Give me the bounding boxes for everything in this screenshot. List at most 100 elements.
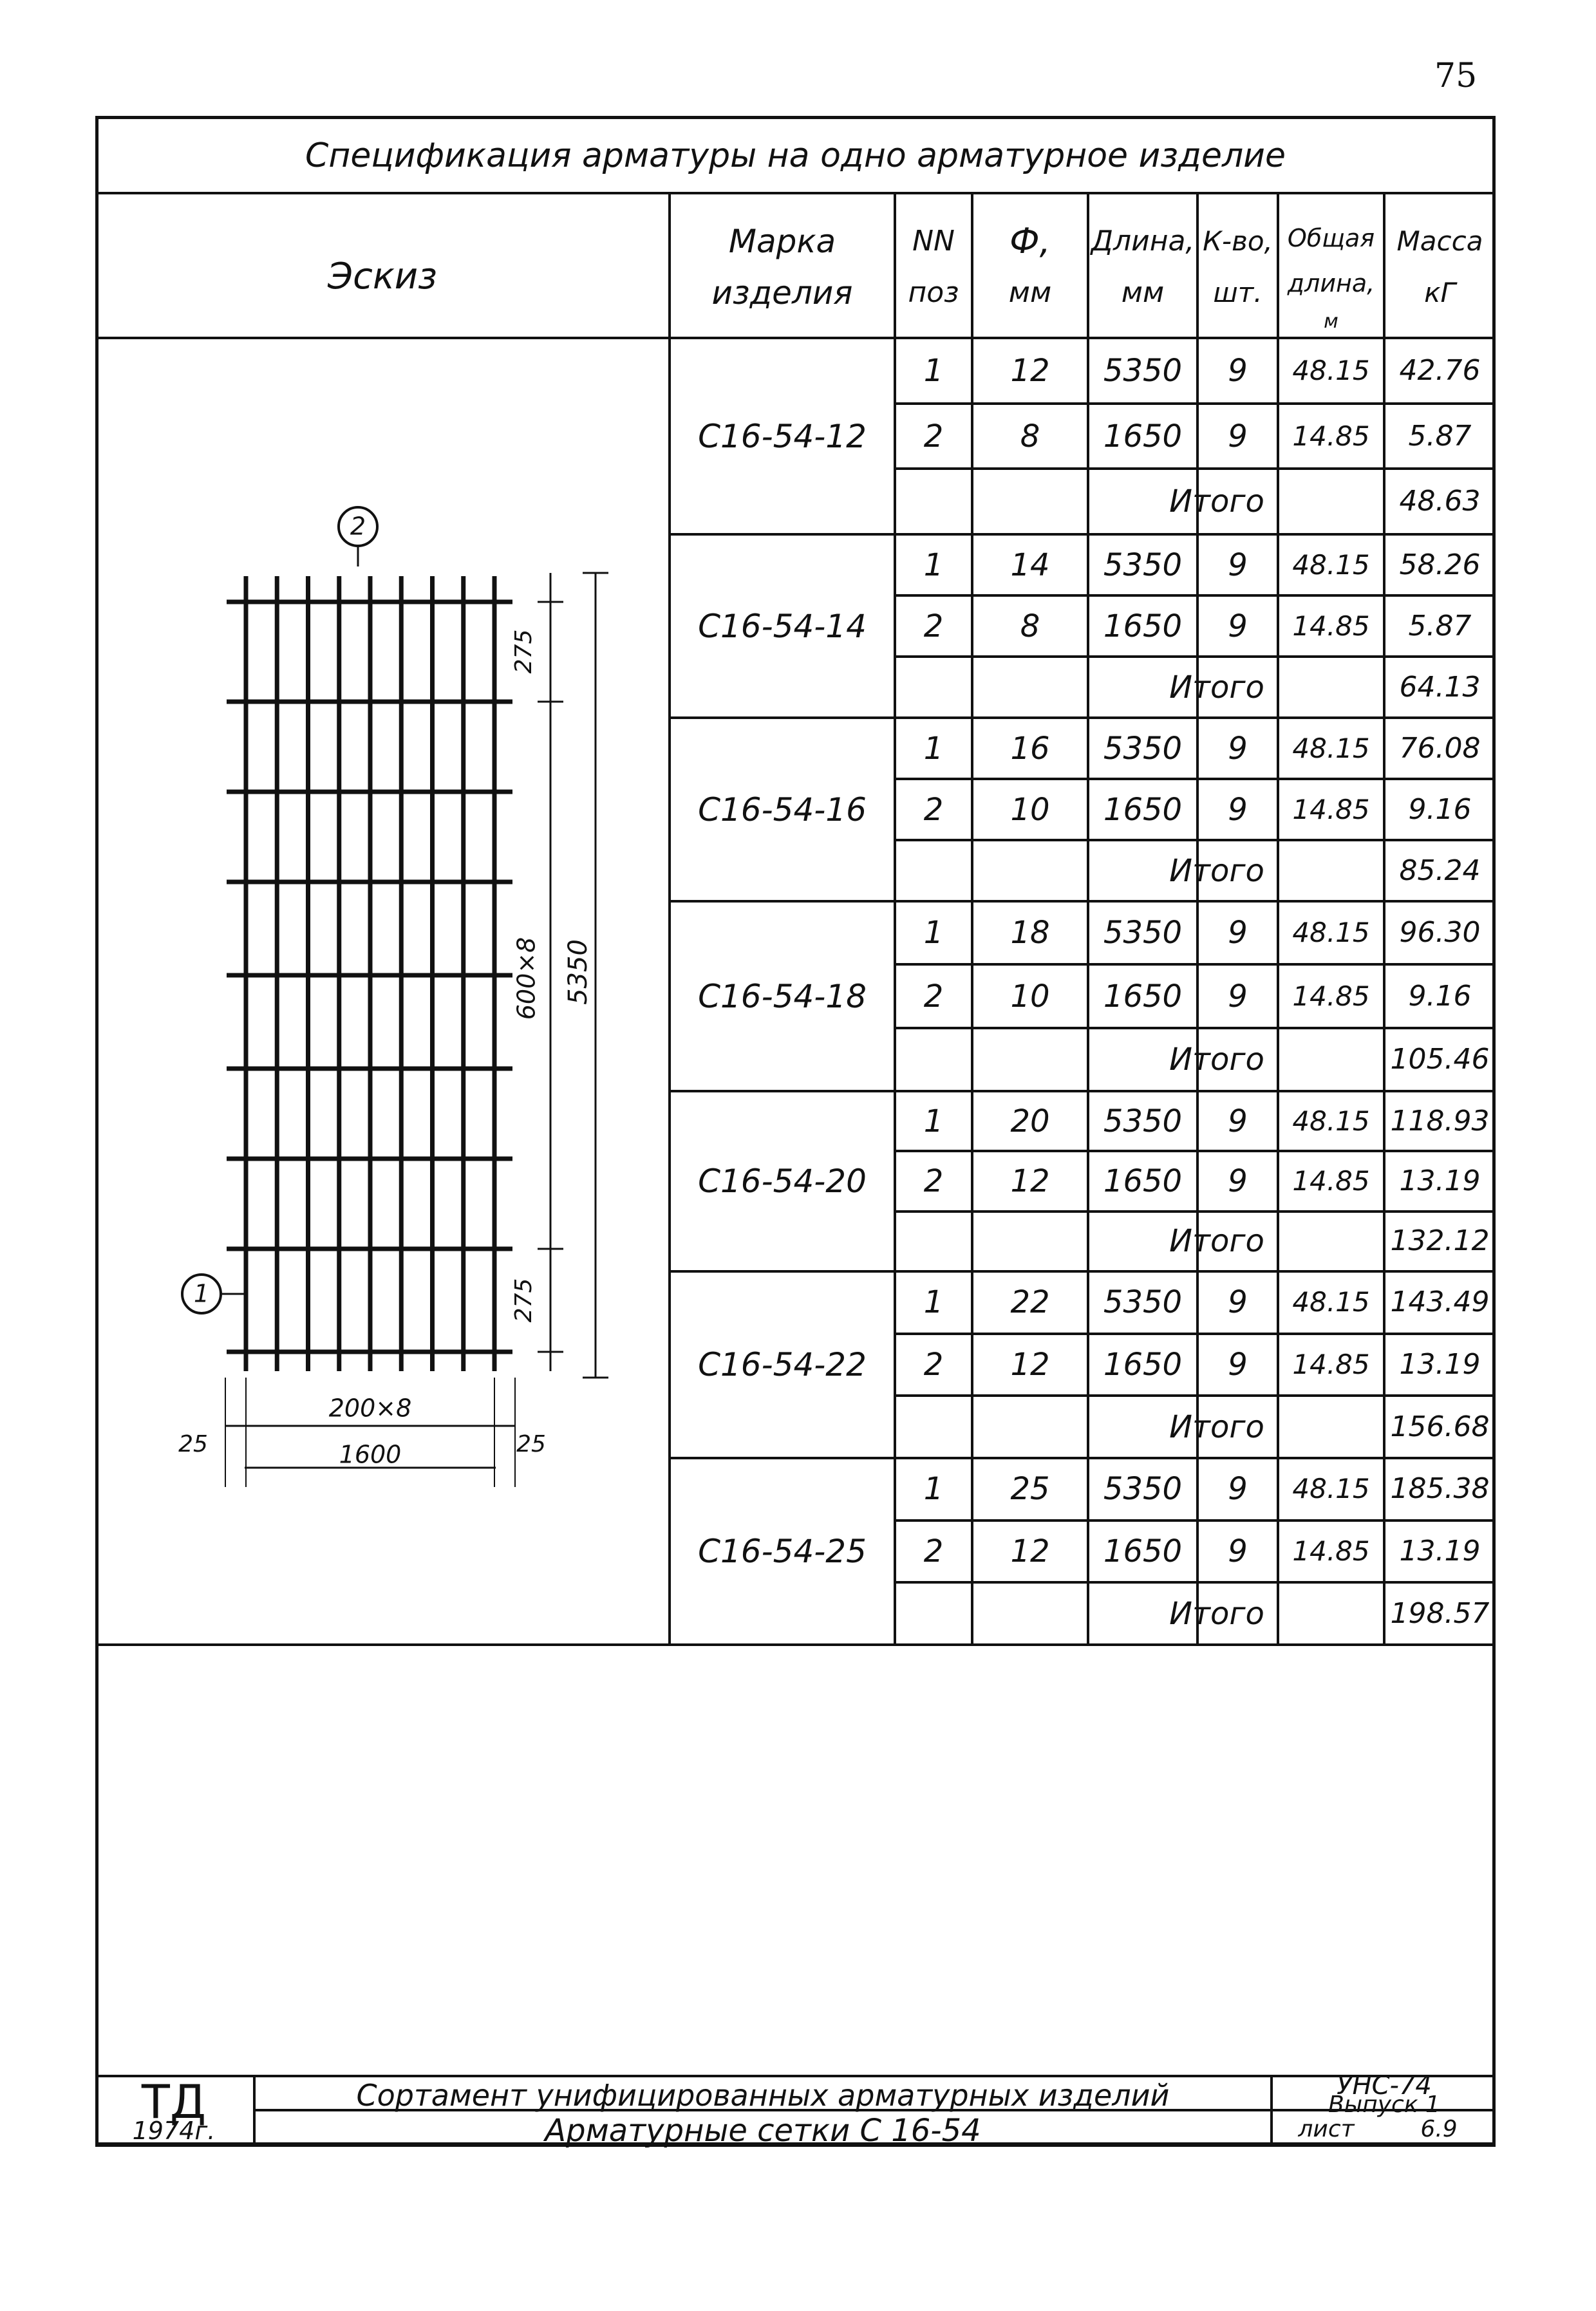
cell-length: 5350 — [1103, 352, 1183, 389]
group-mark: С16-54-12 — [698, 417, 867, 455]
total-label: Итого — [1169, 1041, 1264, 1078]
total-mass: 198.57 — [1390, 1596, 1490, 1630]
group-mark: С16-54-14 — [698, 607, 867, 645]
cell-quantity: 9 — [1228, 1103, 1248, 1139]
row-rule — [895, 594, 1496, 597]
group-rule — [670, 900, 1496, 903]
cell-diameter: 14 — [1010, 547, 1050, 583]
stamp-sheet-number: 6.9 — [1420, 2116, 1458, 2142]
header-sketch: Эскиз — [328, 256, 437, 297]
cell-length: 5350 — [1103, 547, 1183, 583]
group-rule — [670, 533, 1496, 536]
cell-diameter: 16 — [1010, 730, 1050, 767]
header-mass-2: кГ — [1424, 277, 1456, 308]
cell-length: 1650 — [1103, 1163, 1183, 1199]
cell-total-length: 48.15 — [1292, 732, 1370, 764]
cell-diameter: 12 — [1010, 1533, 1050, 1569]
column-rule — [1277, 193, 1279, 1645]
cell-diameter: 8 — [1020, 418, 1040, 454]
cell-total-length: 48.15 — [1292, 548, 1370, 581]
title-block-rule — [1383, 2144, 1385, 2147]
cell-quantity: 9 — [1228, 418, 1248, 454]
stamp-title: Сортамент унифицированных арматурных изд… — [356, 2078, 1170, 2113]
cell-pos: 2 — [923, 608, 944, 644]
row-rule — [895, 1519, 1496, 1522]
total-mass: 48.63 — [1399, 485, 1481, 518]
cell-total-length: 48.15 — [1292, 1105, 1370, 1137]
group-mark: С16-54-18 — [698, 977, 867, 1015]
cell-pos: 1 — [923, 730, 944, 767]
title-block-mid-rule — [95, 2142, 1496, 2145]
cell-pos: 1 — [923, 1284, 944, 1321]
group-mark: С16-54-16 — [698, 791, 867, 828]
cell-quantity: 9 — [1228, 1533, 1248, 1569]
header-total-length-2: длина, — [1287, 269, 1375, 297]
header-rule — [95, 337, 1496, 339]
cell-diameter: 12 — [1010, 1163, 1050, 1199]
header-mass: Масса — [1396, 225, 1483, 257]
cell-quantity: 9 — [1228, 352, 1248, 389]
cell-length: 5350 — [1103, 1103, 1183, 1139]
cell-length: 5350 — [1103, 1471, 1183, 1508]
cell-mass: 143.49 — [1390, 1286, 1490, 1319]
group-mark: С16-54-20 — [698, 1163, 867, 1200]
cell-mass: 9.16 — [1408, 979, 1472, 1013]
cell-diameter: 22 — [1010, 1284, 1050, 1321]
dimension-label-width: 1600 — [339, 1441, 402, 1469]
cell-total-length: 14.85 — [1292, 1165, 1370, 1197]
row-rule — [895, 1394, 1496, 1398]
cell-mass: 9.16 — [1408, 792, 1472, 826]
dimension-label-spacing: 600×8 — [512, 937, 541, 1020]
cell-diameter: 20 — [1010, 1103, 1050, 1139]
header-mark: Марка — [728, 223, 836, 260]
row-rule — [895, 1332, 1496, 1335]
table-bottom-rule — [95, 1643, 1496, 1646]
header-quantity-2: шт. — [1213, 277, 1263, 308]
row-rule — [895, 1210, 1496, 1213]
cell-total-length: 14.85 — [1292, 793, 1370, 825]
cell-diameter: 10 — [1010, 791, 1050, 828]
total-mass: 64.13 — [1399, 670, 1481, 704]
cell-diameter: 25 — [1010, 1471, 1050, 1508]
header-pos: NN — [912, 225, 955, 257]
cell-pos: 2 — [923, 1347, 944, 1383]
cell-length: 1650 — [1103, 1533, 1183, 1569]
cell-pos: 1 — [923, 352, 944, 389]
position-number-2: 2 — [350, 512, 366, 541]
dimension-label-right: 25 — [516, 1431, 546, 1457]
drawing-frame — [95, 116, 1496, 2147]
row-rule — [895, 963, 1496, 966]
total-label: Итого — [1169, 483, 1264, 520]
header-total-length: Общая — [1287, 224, 1375, 252]
row-rule — [895, 1026, 1496, 1029]
total-label: Итого — [1169, 1595, 1264, 1632]
cell-total-length: 48.15 — [1292, 354, 1370, 386]
title-row-rule — [95, 192, 1496, 194]
stamp-sheet-label: лист — [1298, 2116, 1355, 2142]
cell-diameter: 8 — [1020, 608, 1040, 644]
cell-mass: 5.87 — [1408, 419, 1472, 453]
cell-total-length: 14.85 — [1292, 420, 1370, 452]
cell-quantity: 9 — [1228, 791, 1248, 828]
total-mass: 105.46 — [1390, 1042, 1490, 1076]
cell-quantity: 9 — [1228, 915, 1248, 951]
stamp-logo: ТД — [141, 2075, 207, 2129]
row-rule — [895, 402, 1496, 405]
cell-pos: 1 — [923, 1471, 944, 1508]
cell-pos: 1 — [923, 547, 944, 583]
cell-pos: 2 — [923, 1163, 944, 1199]
total-label: Итого — [1169, 669, 1264, 706]
cell-mass: 5.87 — [1408, 609, 1472, 642]
cell-total-length: 48.15 — [1292, 917, 1370, 949]
title-block-divider — [1272, 2109, 1496, 2111]
group-rule — [670, 1270, 1496, 1273]
cell-mass: 96.30 — [1399, 916, 1481, 950]
cell-quantity: 9 — [1228, 1471, 1248, 1508]
cell-total-length: 14.85 — [1292, 610, 1370, 642]
total-mass: 156.68 — [1390, 1410, 1490, 1443]
header-mark-2: изделия — [711, 274, 853, 312]
table-title: Спецификация арматуры на одно арматурное… — [305, 136, 1286, 175]
header-total-length-3: м — [1324, 310, 1338, 333]
cell-diameter: 18 — [1010, 915, 1050, 951]
cell-mass: 13.19 — [1399, 1165, 1481, 1197]
